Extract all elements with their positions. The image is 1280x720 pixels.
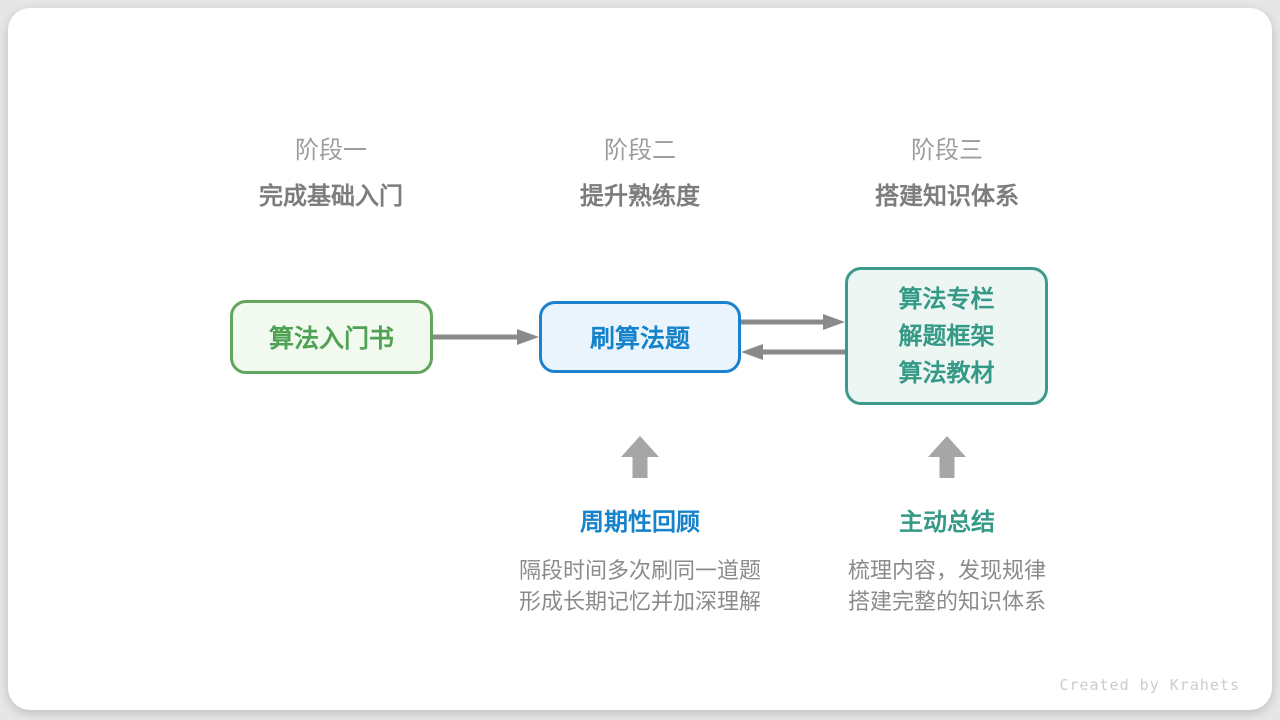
stage-3-label: 阶段三: [911, 137, 983, 164]
stage-2-subtitle: 提升熟练度: [580, 183, 700, 210]
stage-1-subtitle: 完成基础入门: [259, 183, 403, 210]
note-periodic-review-desc: 隔段时间多次刷同一道题 形成长期记忆并加深理解: [480, 555, 800, 617]
node-practice-problems-label: 刷算法题: [589, 325, 690, 353]
note-periodic-review-desc-line-2: 形成长期记忆并加深理解: [518, 589, 761, 614]
node-knowledge-line-3: 算法教材: [898, 359, 995, 387]
up-arrow-icon: [928, 436, 966, 478]
note-active-summary-desc-line-2: 搭建完整的知识体系: [847, 589, 1046, 614]
up-arrow-icon: [621, 436, 659, 478]
stage-1-label: 阶段一: [295, 137, 367, 164]
arrow-right-icon: [433, 329, 539, 345]
stage-2-header: 阶段二 提升熟练度: [480, 136, 800, 212]
note-active-summary-desc-line-1: 梳理内容，发现规律: [847, 558, 1046, 583]
arrow-left-icon: [741, 344, 845, 360]
note-active-summary: 主动总结 梳理内容，发现规律 搭建完整的知识体系: [787, 509, 1107, 617]
stage-2-label: 阶段二: [604, 137, 676, 164]
note-active-summary-title: 主动总结: [899, 509, 995, 536]
note-active-summary-desc: 梳理内容，发现规律 搭建完整的知识体系: [787, 555, 1107, 617]
stage-3-header: 阶段三 搭建知识体系: [787, 136, 1107, 212]
stage-3-subtitle: 搭建知识体系: [875, 183, 1019, 210]
credit-text: Created by Krahets: [1059, 676, 1240, 694]
node-intro-book-label: 算法入门书: [268, 325, 394, 353]
node-intro-book: 算法入门书: [230, 300, 433, 374]
node-knowledge-line-1: 算法专栏: [898, 285, 995, 313]
diagram-card: 阶段一 完成基础入门 阶段二 提升熟练度 阶段三 搭建知识体系 算法入门书 刷算…: [8, 8, 1272, 710]
node-knowledge-line-2: 解题框架: [898, 322, 995, 350]
note-periodic-review-desc-line-1: 隔段时间多次刷同一道题: [518, 558, 761, 583]
arrow-right-icon: [741, 314, 845, 330]
node-knowledge-sources: 算法专栏 解题框架 算法教材: [845, 267, 1048, 405]
note-periodic-review-title: 周期性回顾: [580, 509, 700, 536]
node-practice-problems: 刷算法题: [539, 301, 741, 373]
stage-1-header: 阶段一 完成基础入门: [171, 136, 491, 212]
note-periodic-review: 周期性回顾 隔段时间多次刷同一道题 形成长期记忆并加深理解: [480, 509, 800, 617]
